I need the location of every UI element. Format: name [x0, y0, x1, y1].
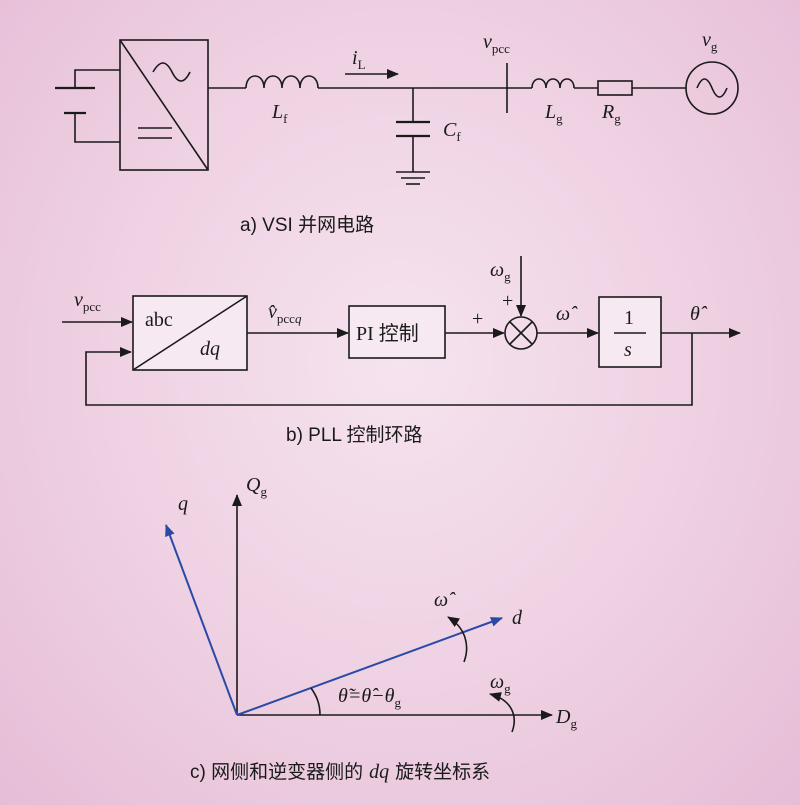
feedback-path	[85, 333, 693, 406]
label-theta-hat: θ̂	[690, 303, 708, 325]
caption-b: b) PLL 控制环路	[286, 424, 423, 446]
label-omega-hat: ω̂	[434, 589, 456, 611]
rotation-arrow-omega-hat	[447, 616, 468, 663]
capacitor-cf-icon	[396, 88, 430, 172]
label-omega-g-pll: ωg	[490, 259, 511, 284]
label-omega-hat-pll: ω̂	[556, 303, 578, 325]
plus-sign-1: +	[472, 308, 483, 330]
label-il: iL	[352, 47, 366, 72]
resistor-rg-icon	[597, 80, 633, 96]
integrator-block: 1 s	[598, 296, 662, 368]
label-Qg: Qg	[246, 474, 267, 499]
label-d: d	[512, 607, 523, 629]
svg-text:1: 1	[624, 307, 634, 329]
plus-sign-2: +	[502, 290, 513, 312]
label-omega-g: ωg	[490, 671, 511, 696]
label-rg: Rg	[601, 101, 621, 126]
rotation-arrow-omega-g	[489, 692, 515, 733]
svg-text:abc: abc	[145, 309, 173, 331]
caption-a: a) VSI 并网电路	[240, 214, 374, 236]
angle-arc	[310, 687, 321, 716]
inverter-block-icon	[119, 39, 209, 171]
label-pll-input: vpcc	[74, 289, 101, 314]
label-vpcc: vpcc	[483, 31, 510, 56]
inductor-lf-icon	[245, 75, 319, 89]
label-lg: Lg	[544, 101, 563, 126]
label-cf: Cf	[443, 119, 461, 144]
pll-loop: vpcc abc dq v̂pccq PI 控制 + ωg + ω̂	[62, 256, 741, 446]
inductor-lg-icon	[531, 78, 575, 89]
ac-source-icon	[685, 61, 739, 115]
vsi-circuit: Lf iL Cf vpcc Lg Rg	[55, 29, 739, 236]
dc-battery-icon	[55, 69, 120, 143]
label-theta-error: θ̃=θ̂−θg	[338, 685, 401, 710]
label-Dg: Dg	[555, 706, 577, 731]
label-lf: Lf	[271, 101, 288, 126]
pi-control-block	[348, 305, 446, 359]
svg-text:s: s	[624, 339, 632, 361]
axis-q	[165, 524, 238, 716]
label-q: q	[178, 493, 188, 515]
axis-d	[236, 617, 503, 716]
summing-junction-icon	[504, 316, 538, 350]
svg-text:dq: dq	[200, 338, 220, 360]
abc-dq-transform-block: abc dq	[132, 295, 248, 371]
ground-icon	[396, 171, 430, 185]
label-vpccq: v̂pccq	[268, 301, 302, 326]
pi-control-label: PI 控制	[356, 322, 419, 345]
label-vg: vg	[702, 29, 718, 54]
